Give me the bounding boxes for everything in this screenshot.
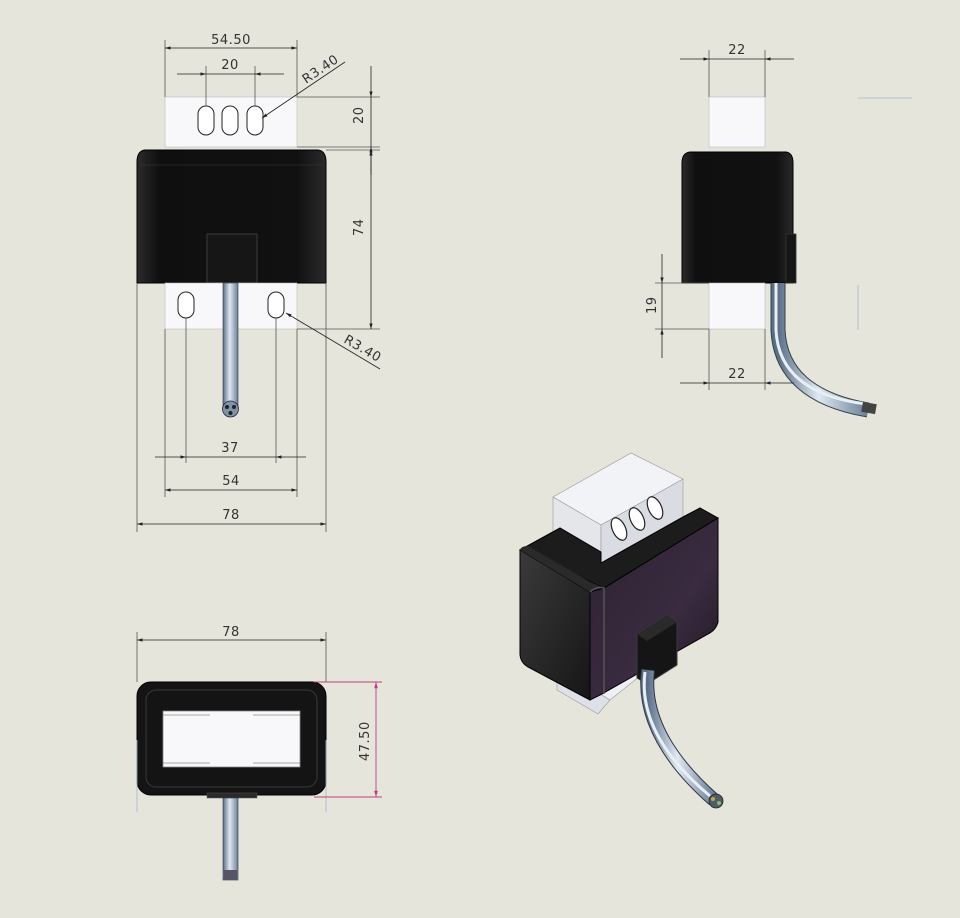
iso-slots <box>610 496 664 541</box>
dim-side-base-width: 22 <box>728 367 746 382</box>
side-housing <box>681 151 794 284</box>
dim-bottom-radius: R3.40 <box>341 332 384 365</box>
side-top-insert <box>708 96 766 148</box>
dim-top-radius: R3.40 <box>300 52 342 87</box>
side-base-plate <box>708 282 766 330</box>
dim-body-height: 74 <box>352 218 367 236</box>
front-view: 54.50 20 R3.40 20 74 R3.40 37 54 78 <box>136 33 384 532</box>
isometric-view <box>518 452 724 809</box>
bottom-view: 78 47.50 <box>136 625 382 881</box>
dim-top-width: 54.50 <box>211 33 251 48</box>
dim-slot-spacing: 20 <box>221 58 239 73</box>
dim-overall-width: 78 <box>222 508 240 523</box>
dim-base-width: 54 <box>222 474 240 489</box>
dim-bottom-depth: 47.50 <box>358 721 373 761</box>
dim-top-height: 20 <box>352 106 367 124</box>
iso-housing-front <box>519 549 591 701</box>
cable <box>222 282 239 409</box>
dim-side-base-height: 19 <box>645 296 660 314</box>
cable-gland <box>206 233 258 284</box>
dim-bottom-width: 78 <box>222 625 240 640</box>
top-slots <box>197 105 264 136</box>
bottom-insert <box>162 710 301 768</box>
dim-hole-spacing: 37 <box>221 441 239 456</box>
iso-housing-side <box>589 517 719 701</box>
bottom-cable <box>222 797 239 881</box>
side-view: 22 19 22 <box>645 43 912 418</box>
dim-side-top-width: 22 <box>728 43 746 58</box>
